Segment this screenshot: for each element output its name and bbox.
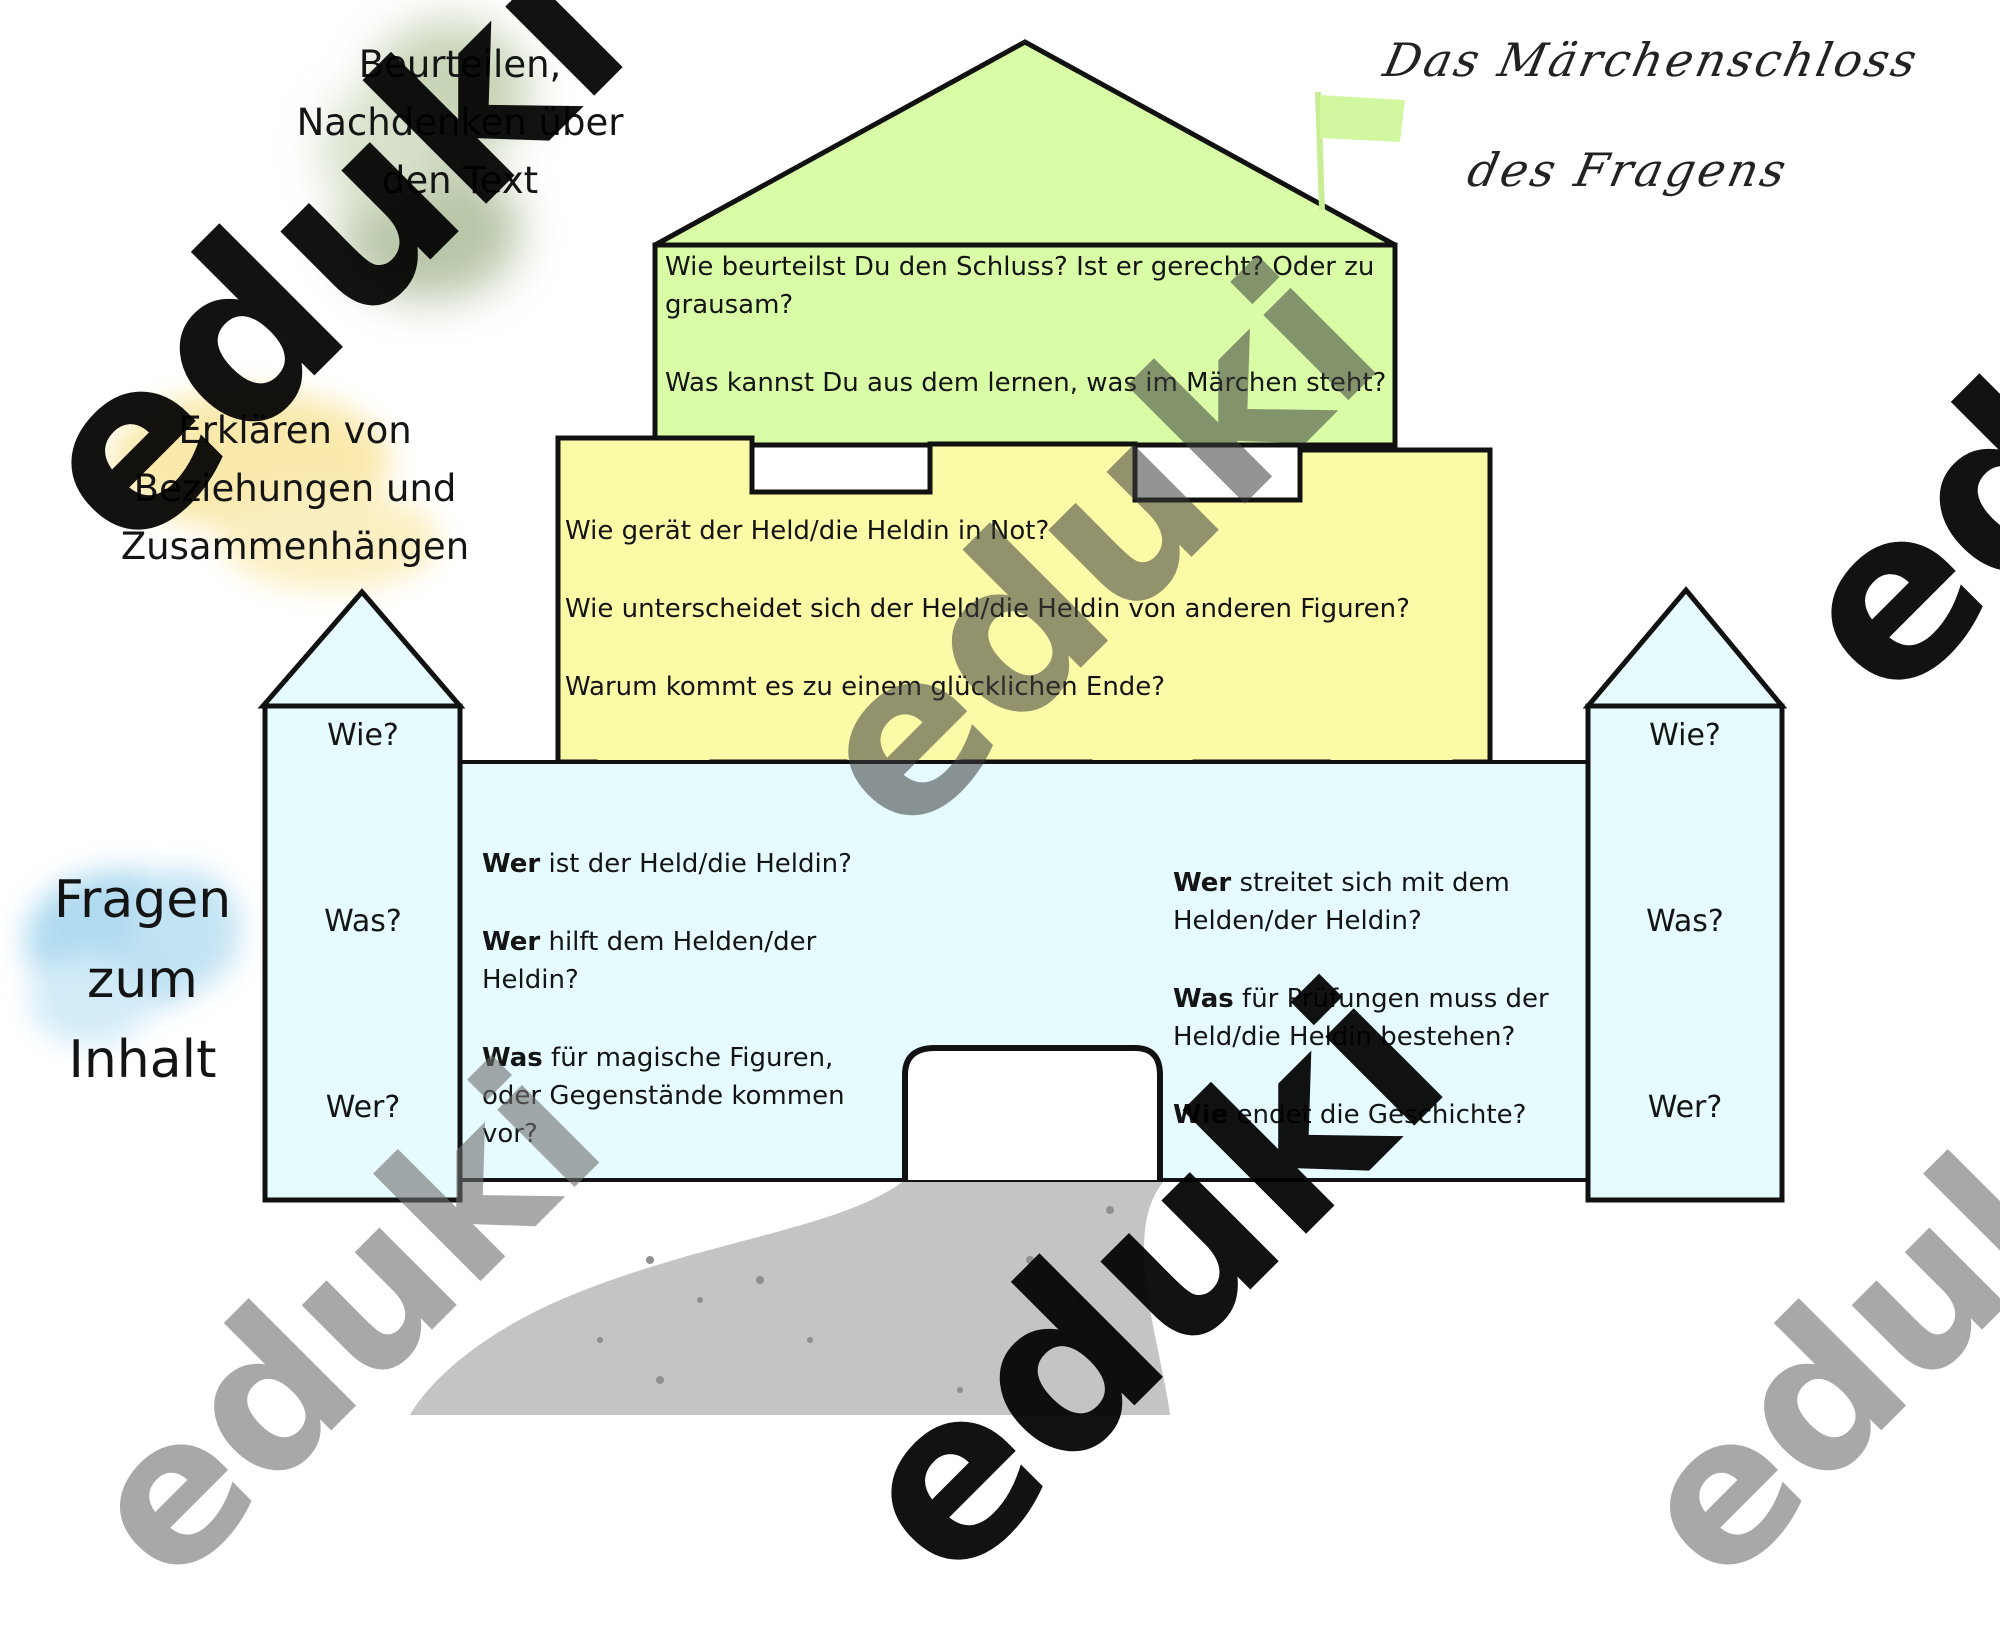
question-text: für magische Figuren, oder Gegenstände k… (482, 1043, 845, 1149)
label-explain-line: Zusammenhängen (120, 525, 470, 568)
question-word: Wer (482, 927, 541, 957)
question-text: streitet sich mit dem Helden/der Heldin? (1173, 868, 1510, 936)
label-content-line: Fragen (53, 870, 232, 930)
roof-question: Was kannst Du aus dem lernen, was im Mär… (665, 368, 1387, 398)
roof-block (652, 242, 1398, 448)
label-content: Fragen zum Inhalt (20, 860, 265, 1100)
middle-question: Wie unterscheidet sich der Held/die Held… (565, 594, 1410, 624)
right-tower-label-wie: Wie? (1649, 718, 1721, 753)
base-question: Wer hilft dem Helden/der Heldin? (482, 923, 882, 999)
right-tower-label-was: Was? (1646, 904, 1724, 939)
roof-question: Wie beurteilst Du den Schluss? Ist er ge… (665, 252, 1375, 320)
label-explain-line: Beziehungen und (133, 467, 457, 510)
question-text: hilft dem Helden/der Heldin? (482, 927, 817, 995)
base-right-questions: Wer streitet sich mit dem Helden/der Hel… (1173, 864, 1583, 1174)
label-content-line: Inhalt (68, 1030, 217, 1090)
watercolor-yellow-blob (110, 390, 440, 590)
base-question: Was für Prüfungen muss der Held/die Held… (1173, 980, 1583, 1056)
left-tower-label-was: Was? (324, 904, 402, 939)
left-tower (262, 703, 463, 1203)
base-question: Was für magische Figuren, oder Gegenstän… (482, 1039, 882, 1153)
question-word: Wie (1173, 1100, 1229, 1130)
question-word: Wer (1173, 868, 1232, 898)
label-explain: Erklären von Beziehungen und Zusammenhän… (90, 402, 500, 576)
stone-path (410, 1180, 1170, 1415)
base-question: Wer streitet sich mit dem Helden/der Hel… (1173, 864, 1583, 940)
left-tower-label-wer: Wer? (325, 1090, 401, 1125)
question-text: ist der Held/die Heldin? (540, 849, 852, 879)
label-explain-line: Erklären von (178, 409, 412, 452)
label-judge-line: den Text (381, 159, 539, 202)
question-word: Was (1173, 984, 1234, 1014)
right-tower-label-wer: Wer? (1647, 1090, 1723, 1125)
middle-question: Wie gerät der Held/die Heldin in Not? (565, 516, 1050, 546)
right-tower-roof (1582, 586, 1788, 709)
flag-icon (1315, 91, 1405, 211)
base-left-questions: Wer ist der Held/die Heldin? Wer hilft d… (482, 845, 882, 1193)
middle-question: Warum kommt es zu einem glücklichen Ende… (565, 672, 1166, 702)
castle-door (902, 1045, 1163, 1180)
label-judge: Beurteilen, Nachdenken über den Text (255, 36, 665, 210)
label-judge-line: Nachdenken über (296, 101, 624, 144)
label-content-line: zum (87, 950, 198, 1010)
label-judge-line: Beurteilen, (358, 43, 562, 86)
roof-triangle (653, 39, 1397, 248)
watercolor-blue-blob (25, 870, 240, 1045)
castle-illustration (25, 20, 1788, 1415)
right-tower (1585, 703, 1785, 1203)
base-question: Wie endet die Geschichte? (1173, 1096, 1583, 1134)
middle-questions: Wie gerät der Held/die Heldin in Not? Wi… (565, 512, 1485, 746)
question-text: für Prüfungen muss der Held/die Heldin b… (1173, 984, 1549, 1052)
watercolor-green-blob (320, 20, 530, 300)
path-dots (597, 1206, 1114, 1393)
question-word: Was (482, 1043, 543, 1073)
question-text: endet die Geschichte? (1228, 1100, 1527, 1130)
worksheet-title: Das Märchenschloss des Fragens (1378, 33, 1925, 197)
roof-questions: Wie beurteilst Du den Schluss? Ist er ge… (665, 248, 1390, 442)
left-tower-label-wie: Wie? (327, 718, 399, 753)
base-question: Wer ist der Held/die Heldin? (482, 845, 882, 883)
question-word: Wer (482, 849, 541, 879)
left-tower-roof (257, 588, 466, 709)
